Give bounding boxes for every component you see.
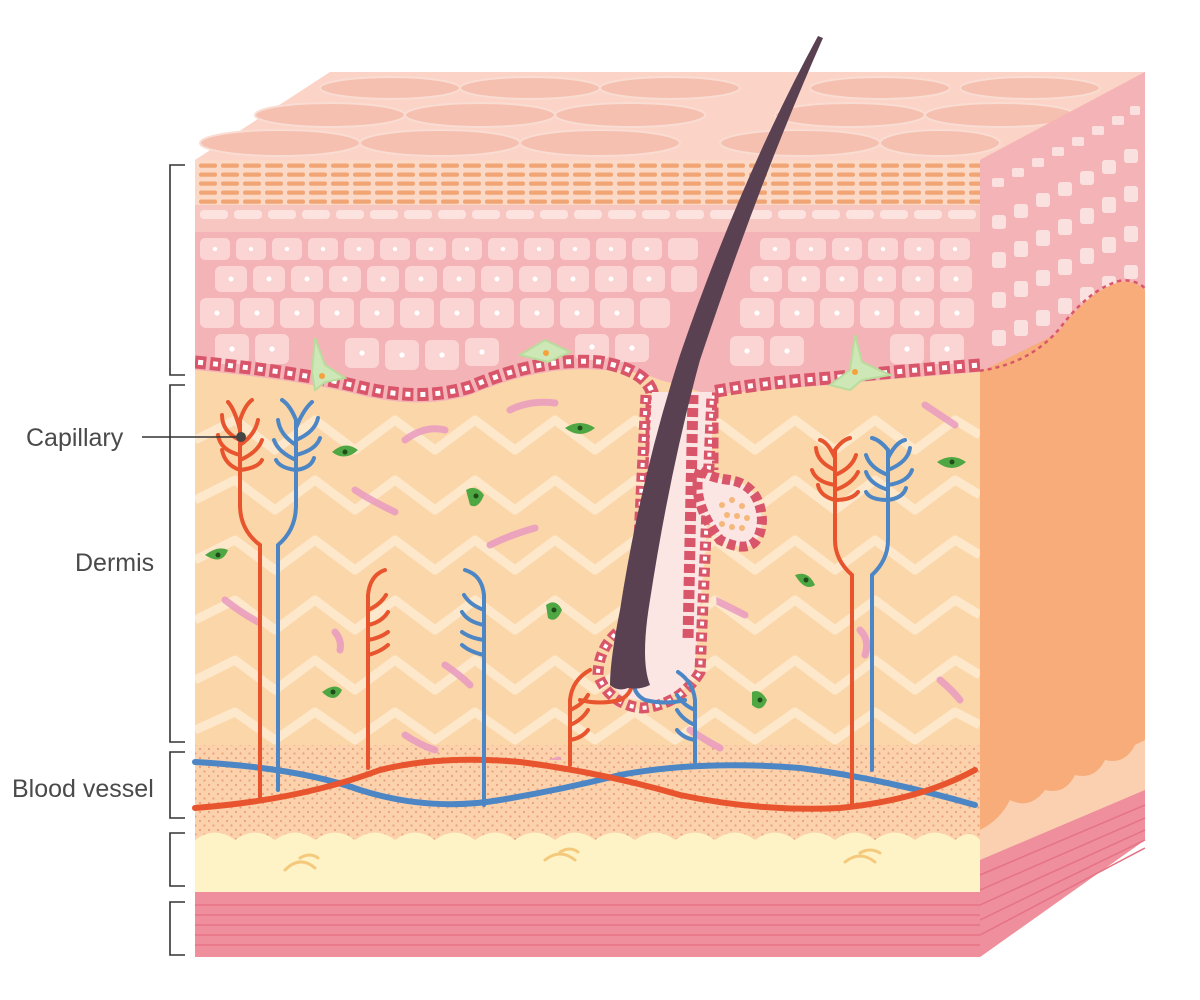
capillary-leader-dot (236, 432, 246, 442)
subcutaneous-fat-layer (195, 832, 980, 900)
artery-horizontal (192, 756, 978, 812)
dermis-bracket (169, 384, 185, 743)
muscle-bracket (169, 901, 185, 956)
dermis-label: Dermis (75, 549, 154, 577)
fat-bracket (169, 832, 185, 887)
capillary-label: Capillary (26, 424, 124, 452)
basal-layer (195, 354, 659, 620)
fat-arc-marks (283, 847, 882, 872)
epidermis-bracket (169, 164, 185, 376)
blood-vessels (192, 398, 978, 812)
collagen-fibers (221, 398, 964, 760)
hair-shaft (610, 36, 823, 690)
fibroblast-cells (205, 423, 966, 709)
cube-side-face (979, 72, 1147, 957)
skin-surface-top (195, 72, 1145, 160)
blood-vessel-label: Blood vessel (12, 775, 154, 803)
layer-brackets (169, 164, 185, 956)
vein-horizontal (192, 759, 978, 808)
blood-vessel-bracket (169, 751, 185, 819)
sebaceous-gland (692, 461, 768, 552)
collagen-texture (195, 415, 980, 745)
